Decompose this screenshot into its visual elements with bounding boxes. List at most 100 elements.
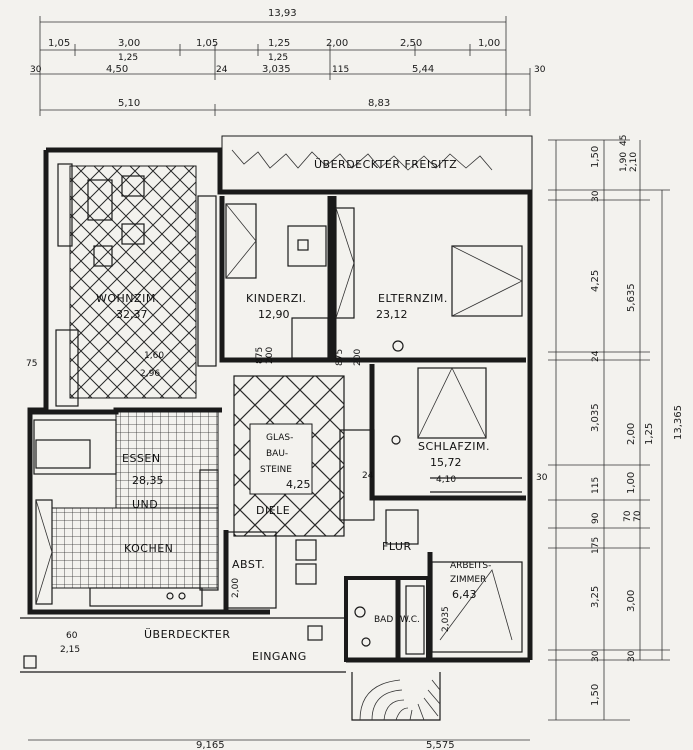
wc-label: W.C. <box>400 615 420 625</box>
dim-row3-0: 5,10 <box>118 98 140 109</box>
und-label: UND <box>132 498 158 511</box>
dim-row1-5: 2,50 <box>400 38 422 49</box>
dim-row1-sub-0: 1,25 <box>118 53 138 63</box>
dim-r1-0: 1,50 <box>590 146 601 168</box>
dim-row1-2: 1,05 <box>196 38 218 49</box>
schlafzim-label: SCHLAFZIM. <box>418 440 490 453</box>
bottom-dimension-lines: 9,165 5,575 <box>28 739 530 750</box>
dim-top-1: 2,10 <box>629 152 639 172</box>
dim-r2-4: 70 <box>623 510 633 522</box>
covered-terrace: ÜBERDECKTER FREISITZ <box>221 135 533 191</box>
room-bad-wc: BAD W.C. <box>344 576 430 662</box>
dim-r1-5: 115 <box>591 477 601 494</box>
kinder-door-dim: 875 <box>255 347 265 364</box>
dim-r1-3: 24 <box>591 350 601 362</box>
dim-r1-8: 3,25 <box>590 586 601 608</box>
kochen-label: KOCHEN <box>124 542 173 555</box>
kinderzi-area: 12,90 <box>258 308 290 321</box>
entrance-stairs <box>351 672 441 721</box>
dim-bottom-1: 5,575 <box>426 740 455 750</box>
eltern-door-dim: 875 <box>335 349 345 366</box>
room-diele-flur: DIELE ABST. 2,00 FLUR 24 <box>223 429 419 612</box>
essen-area: 28,35 <box>132 474 164 487</box>
bau-label: BAU- <box>266 449 288 459</box>
dim-right-total: 13,365 <box>673 405 684 440</box>
dim-r2-6: 3,00 <box>626 590 637 612</box>
dim-75: 75 <box>26 359 37 369</box>
dim-row2-2: 3,035 <box>262 64 291 75</box>
dim-row1-1: 3,00 <box>118 38 140 49</box>
diele-label: DIELE <box>256 504 290 517</box>
kinderzi-label: KINDERZI. <box>246 292 307 305</box>
schlaf-dim: 4,10 <box>436 475 456 485</box>
dim-row1-6: 1,00 <box>478 38 500 49</box>
dim-row2-left: 30 <box>30 65 42 75</box>
zimmer-area: 6,43 <box>452 588 477 601</box>
dim-row1-3: 1,25 <box>268 38 290 49</box>
wall-30: 30 <box>536 473 548 483</box>
wall-24: 24 <box>362 471 374 481</box>
dim-top-2: 45 <box>619 135 629 146</box>
room-kinderzimmer: KINDERZI. 12,90 875 200 <box>219 196 333 364</box>
glas-label: GLAS- <box>266 433 293 443</box>
dim-row1-4: 2,00 <box>326 38 348 49</box>
dim-r1-10: 1,50 <box>590 684 601 706</box>
flur-label: FLUR <box>382 540 412 553</box>
steine-label: STEINE <box>260 465 292 475</box>
dim-r1-1: 30 <box>591 190 601 202</box>
arbeits-label: ARBEITS- <box>450 561 491 571</box>
top-dimension-lines: 13,93 1,05 3,00 1,05 1,25 2,00 2,50 1,00… <box>30 8 546 116</box>
entrance-area: ÜBERDECKTER EINGANG 60 2,15 <box>20 617 346 673</box>
left-60: 60 <box>66 631 78 641</box>
dim-total-width: 13,93 <box>268 8 297 19</box>
left-215: 2,15 <box>60 645 80 655</box>
dim-row2-1: 24 <box>216 65 228 75</box>
room-arbeitszimmer: ARBEITS- ZIMMER 6,43 2,035 <box>427 552 523 660</box>
abst-label: ABST. <box>232 558 265 571</box>
room-essen-kochen: ESSEN 28,35 UND KOCHEN <box>30 407 222 607</box>
dim-row2-right: 30 <box>534 65 546 75</box>
dim-296: 2,96 <box>140 369 160 379</box>
dim-r1-2: 4,25 <box>590 270 601 292</box>
porch-label: ÜBERDECKTER <box>144 628 230 641</box>
room-wohnzimmer: WOHNZIM. 32,37 1,60 2,96 75 <box>26 163 217 407</box>
dim-160: 1,60 <box>144 351 164 361</box>
right-dimension-lines: 13,365 1,50 30 4,25 24 3,035 115 90 175 … <box>548 135 684 721</box>
wohnzim-area: 32,37 <box>116 308 148 321</box>
dim-r2-1: 2,00 <box>626 423 637 445</box>
dim-r2-7: 30 <box>627 650 637 662</box>
terrace-label: ÜBERDECKTER FREISITZ <box>314 158 457 171</box>
room-schlafzimmer: SCHLAFZIM. 15,72 4,10 30 <box>369 364 548 501</box>
essen-label: ESSEN <box>122 452 161 465</box>
room-elternzimmer: ELTERNZIM. 23,12 875 200 <box>331 196 526 366</box>
wohnzim-label: WOHNZIM. <box>96 292 160 305</box>
dim-r2-2: 1,25 <box>644 423 655 445</box>
dim-r2-0: 5,635 <box>626 283 637 312</box>
kinder-door-200: 200 <box>265 347 275 364</box>
dim-r1-9: 30 <box>591 650 601 662</box>
zimmer-label: ZIMMER <box>450 575 486 585</box>
dim-r1-7: 175 <box>591 537 601 554</box>
room-glasbausteine: GLAS- BAU- STEINE 4,25 <box>233 375 345 537</box>
eltern-door-200: 200 <box>353 349 363 366</box>
dim-row2-0: 4,50 <box>106 64 128 75</box>
steine-area: 4,25 <box>286 478 311 491</box>
dim-row1-sub-1: 1,25 <box>268 53 288 63</box>
dim-r1-4: 3,035 <box>590 403 601 432</box>
bad-label: BAD <box>374 615 393 625</box>
abst-dim: 2,00 <box>231 578 241 598</box>
dim-top-0: 1,90 <box>619 152 629 172</box>
dim-r2-5: 70 <box>633 510 643 522</box>
dim-r2-3: 1,00 <box>626 472 637 494</box>
dim-row1-0: 1,05 <box>48 38 70 49</box>
elternzim-area: 23,12 <box>376 308 408 321</box>
bad-dim: 2,035 <box>441 606 451 632</box>
dim-row3-1: 8,83 <box>368 98 390 109</box>
entrance-label: EINGANG <box>252 650 307 663</box>
elternzim-label: ELTERNZIM. <box>378 292 448 305</box>
dim-row2-3: 115 <box>332 65 349 75</box>
schlafzim-area: 15,72 <box>430 456 462 469</box>
dim-bottom-0: 9,165 <box>196 740 225 750</box>
dim-row2-4: 5,44 <box>412 64 434 75</box>
